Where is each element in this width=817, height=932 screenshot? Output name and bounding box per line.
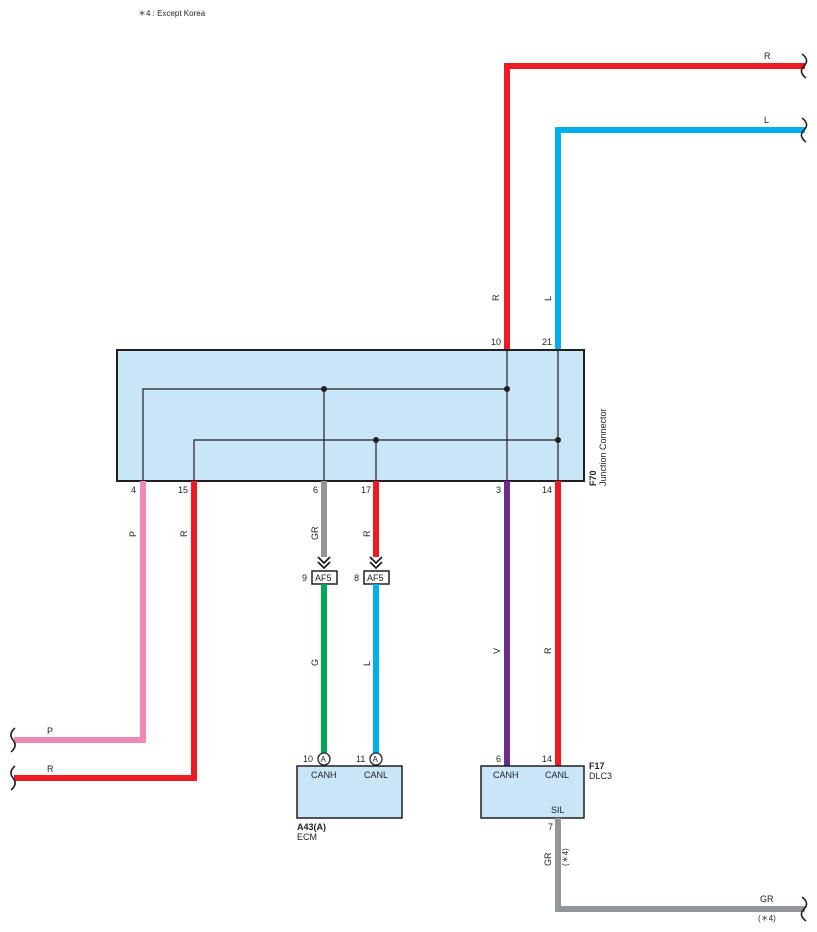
pin-14-label: 14	[542, 485, 552, 495]
wire-label-left-pink: P	[47, 726, 53, 736]
wire-label-left-red: R	[47, 764, 54, 774]
wire-break-bottom-gray	[800, 896, 808, 922]
wire-pink-pin4	[14, 481, 146, 743]
wire-label-top-blue: L	[764, 115, 769, 125]
pin-3-label: 3	[496, 485, 501, 495]
junction-connector-name: Junction Connector	[598, 408, 608, 486]
ecm-canh-label: CANH	[311, 770, 337, 780]
af5-right-pin: 8	[354, 573, 359, 583]
wire-blue-pin21	[555, 127, 805, 350]
pin-17-label: 17	[361, 485, 371, 495]
wire-red-pin10	[504, 63, 805, 350]
wire-label-gray-sil-note: (＊4)	[561, 848, 570, 866]
ecm-code: A43(A)	[297, 822, 326, 832]
wire-label-green: G	[310, 659, 320, 666]
splice-dot-3	[373, 437, 379, 443]
dlc3-canl-label: CANL	[545, 770, 569, 780]
wire-label-gray-sil: GR	[543, 852, 553, 866]
wire-label-top-red: R	[764, 51, 771, 61]
ecm-pin-11-label: 11	[356, 754, 365, 764]
ecm-pin-marker-10-letter: A	[321, 755, 327, 764]
dlc3-pin-6-label: 6	[496, 754, 501, 764]
wire-break-top-red	[800, 53, 808, 79]
dlc3-canh-label: CANH	[493, 770, 519, 780]
wire-label-gray6: GR	[310, 526, 320, 540]
wire-break-left-red	[10, 765, 16, 791]
af5-left-label: AF5	[315, 573, 332, 583]
junction-internal-bus-lower	[193, 439, 558, 481]
wire-label-bottom-gray-note: (＊4)	[758, 914, 776, 923]
wire-label-vert-blue-top: L	[543, 296, 553, 301]
pin-10-label: 10	[491, 337, 501, 347]
wire-label-red17: R	[362, 530, 372, 537]
dlc3-sil-label: SIL	[551, 805, 565, 815]
junction-connector-code: F70	[588, 470, 598, 486]
junction-internal-bus-upper	[142, 388, 507, 481]
splice-dot-4	[555, 437, 561, 443]
wire-label-bottom-gray: GR	[760, 894, 774, 904]
wire-red-pin15	[14, 481, 197, 781]
wire-break-top-blue	[800, 117, 808, 143]
splice-dot-2	[504, 386, 510, 392]
ecm-pin-marker-11-letter: A	[373, 755, 379, 764]
connector-chevron-left	[317, 556, 331, 570]
wire-label-purple: V	[492, 648, 502, 654]
splice-dot-1	[321, 386, 327, 392]
dlc3-code: F17	[589, 761, 605, 771]
pin-21-label: 21	[542, 337, 552, 347]
dlc3-box	[480, 765, 585, 819]
pin-4-label: 4	[131, 485, 136, 495]
dlc3-pin-14-label: 14	[542, 754, 552, 764]
ecm-box	[296, 765, 403, 819]
af5-left-pin: 9	[302, 573, 307, 583]
wire-label-vert-red-top: R	[491, 294, 501, 301]
ecm-pin-10-label: 10	[303, 754, 313, 764]
pin-6-label: 6	[313, 485, 318, 495]
pin-15-label: 15	[178, 485, 188, 495]
ecm-pin-marker-11	[369, 752, 383, 766]
af5-right-label: AF5	[367, 573, 384, 583]
wire-label-blue-l: L	[362, 661, 372, 666]
junction-connector-box	[116, 349, 585, 482]
connector-chevron-right	[369, 556, 383, 570]
except-korea-note: ＊4 : Except Korea	[138, 9, 206, 18]
wire-break-left-pink	[10, 727, 16, 753]
wire-label-red15-vert: R	[179, 530, 189, 537]
ecm-canl-label: CANL	[364, 770, 388, 780]
wire-gray-sil	[555, 818, 805, 912]
ecm-name: ECM	[297, 832, 317, 842]
dlc3-pin-7-label: 7	[548, 822, 553, 832]
dlc3-name: DLC3	[589, 771, 612, 781]
wire-label-pink-vert: P	[128, 531, 138, 537]
wire-label-red14: R	[543, 647, 553, 654]
ecm-pin-marker-10	[317, 752, 331, 766]
